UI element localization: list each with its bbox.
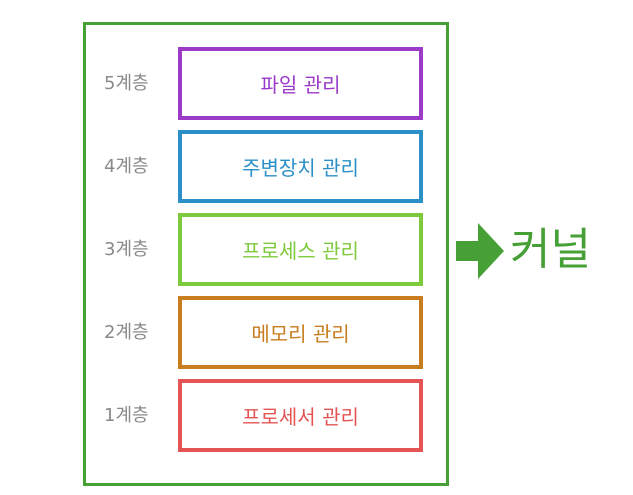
layer-2-label: 2계층 xyxy=(104,322,149,343)
layer-1-label: 1계층 xyxy=(104,405,149,426)
layer-5-box: 파일 관리 xyxy=(178,47,423,120)
layer-3-box: 프로세스 관리 xyxy=(178,213,423,286)
layer-1-box: 프로세서 관리 xyxy=(178,379,423,452)
kernel-label: 커널 xyxy=(510,224,591,275)
layer-3-name: 프로세스 관리 xyxy=(242,239,359,263)
kernel-boundary xyxy=(83,22,449,486)
layer-2-box: 메모리 관리 xyxy=(178,296,423,369)
layer-2-name: 메모리 관리 xyxy=(251,322,350,346)
layer-1-name: 프로세서 관리 xyxy=(242,405,359,429)
layer-4-name: 주변장치 관리 xyxy=(242,156,359,180)
layer-5-name: 파일 관리 xyxy=(260,73,341,97)
layer-5-label: 5계층 xyxy=(104,73,149,94)
layer-3-label: 3계층 xyxy=(104,239,149,260)
right-arrow-icon xyxy=(456,223,504,279)
layer-4-label: 4계층 xyxy=(104,156,149,177)
layer-4-box: 주변장치 관리 xyxy=(178,130,423,203)
